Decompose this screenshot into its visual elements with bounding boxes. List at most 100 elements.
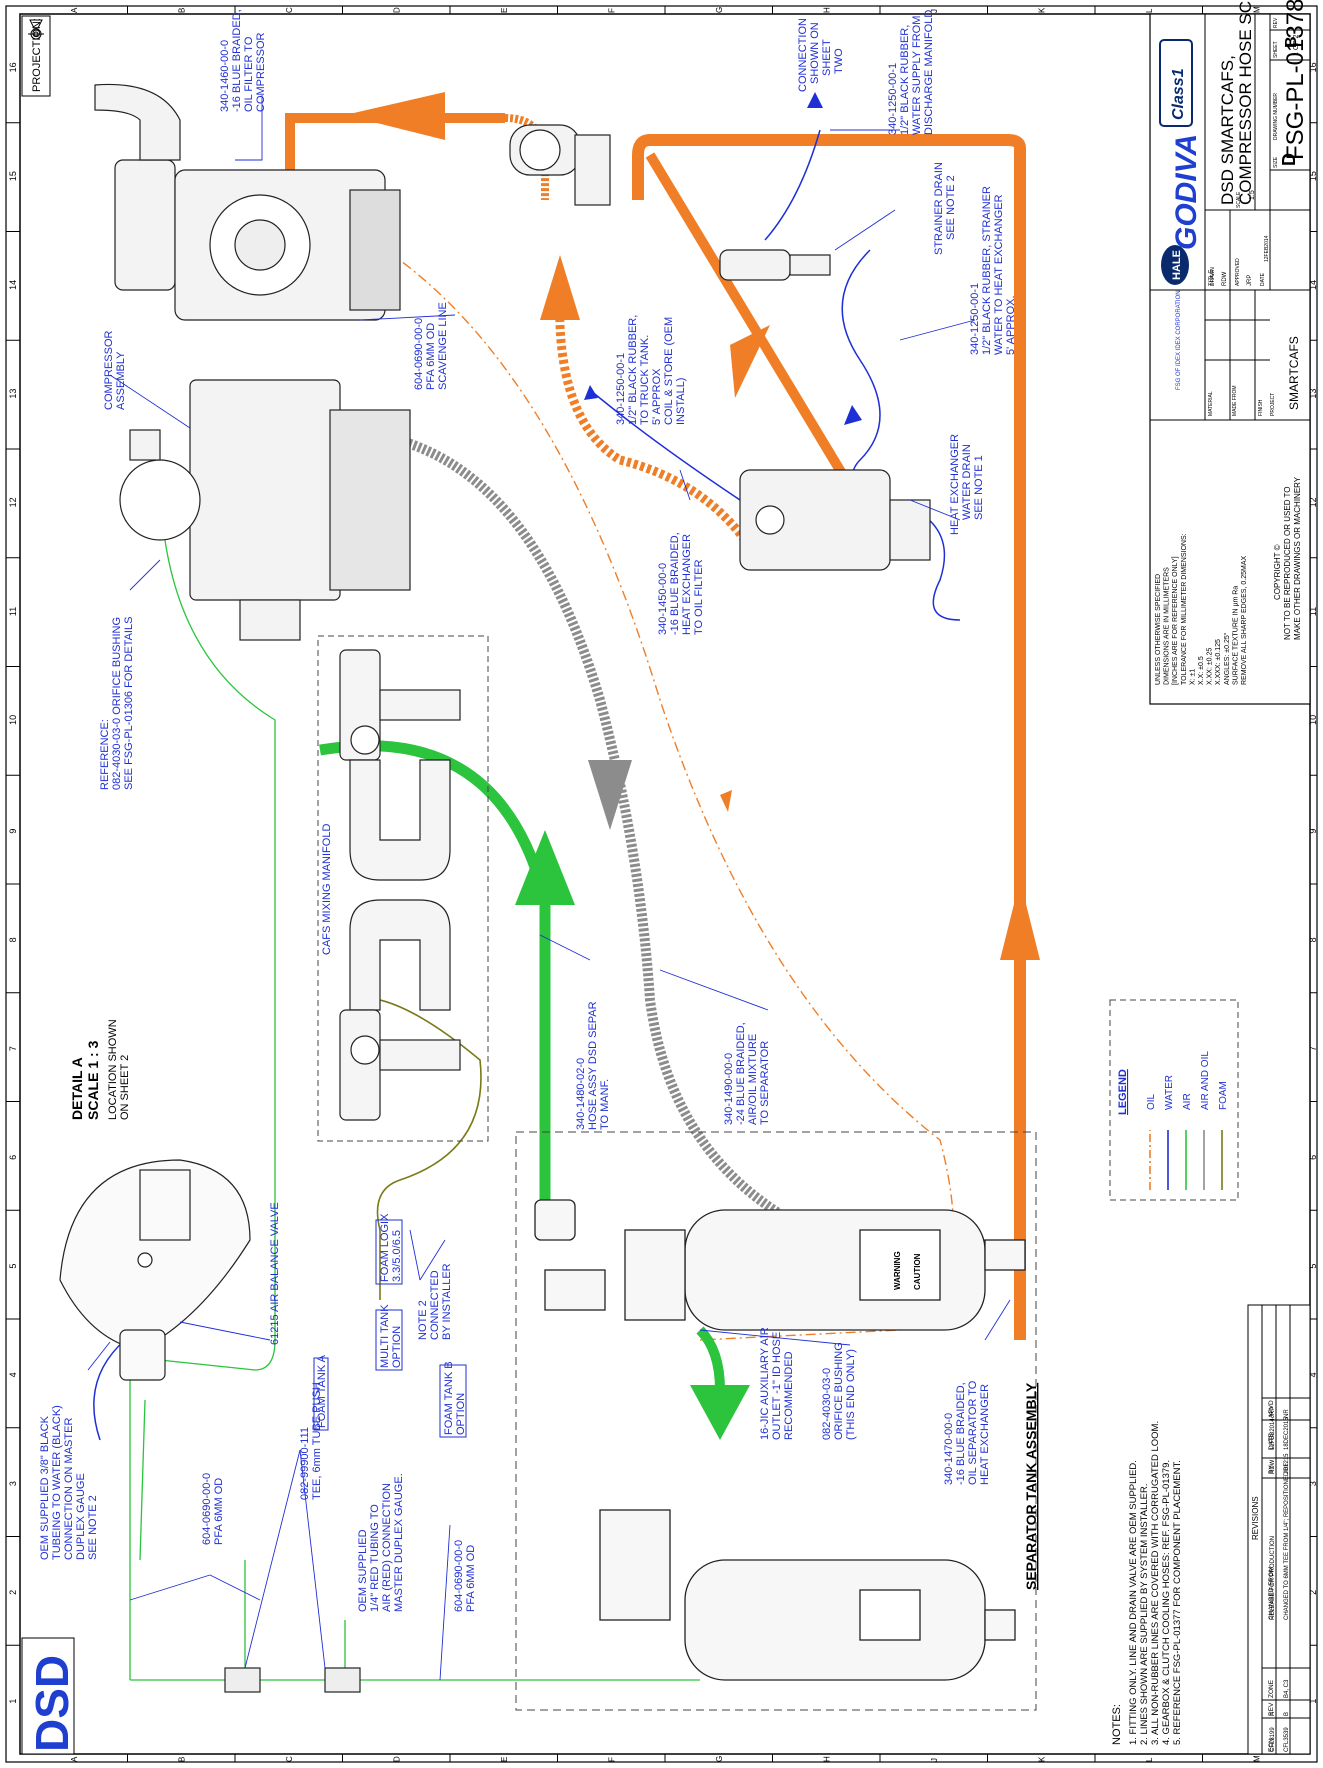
svg-text:HEAT EXCHANGER: HEAT EXCHANGER [979, 1384, 991, 1485]
zone-col-top: L [1145, 8, 1154, 13]
svg-text:NOTE 2: NOTE 2 [417, 1300, 429, 1340]
zone-row-left: 5 [8, 1264, 18, 1269]
zone-col-top: K [1037, 7, 1046, 13]
legend-label: WATER [1164, 1075, 1175, 1110]
revisions-cell: RELEASE FOR PRODUCTION [1270, 1536, 1276, 1620]
svg-text:WATER DRAIN: WATER DRAIN [961, 444, 973, 520]
title-line-1: DSD SMARTCAFS, [1218, 55, 1237, 205]
svg-text:DISCHARGE MANIFOLD: DISCHARGE MANIFOLD [923, 10, 935, 135]
note-item: 4. GEARBOX & CLUTCH COOLING HOSES: REF. … [1161, 1460, 1172, 1745]
revisions-header: REV [1268, 1702, 1275, 1716]
notes: NOTES: 1. FITTING ONLY. LINE AND DRAIN V… [1111, 1421, 1183, 1745]
svg-text:1/2" BLACK RUBBER,: 1/2" BLACK RUBBER, [627, 315, 639, 425]
zone-row-left: 16 [8, 62, 18, 72]
svg-text:FOAM TANK A: FOAM TANK A [316, 1354, 328, 1428]
svg-text:OUTLET -1" ID HOSE: OUTLET -1" ID HOSE [771, 1332, 783, 1440]
svg-text:5' APPROX.: 5' APPROX. [1005, 295, 1017, 355]
svg-text:AIR (RED) CONNECTION: AIR (RED) CONNECTION [381, 1483, 393, 1612]
svg-text:340-1460-00-0: 340-1460-00-0 [219, 40, 231, 112]
svg-text:TO TRUCK TANK.: TO TRUCK TANK. [639, 335, 651, 425]
oil-loop-hose [632, 134, 1026, 1340]
revisions-header: BY [1268, 1465, 1275, 1474]
svg-text:INSTALL): INSTALL) [675, 378, 687, 425]
svg-text:CAFS MIXING MANIFOLD: CAFS MIXING MANIFOLD [321, 824, 333, 955]
revisions-title: REVISIONS [1251, 1496, 1260, 1540]
svg-text:MATERIAL: MATERIAL [1208, 391, 1214, 416]
svg-text:DRAWN: DRAWN [1210, 267, 1216, 286]
revisions-header: DATE [1268, 1432, 1275, 1450]
revisions-cell: B4, C3 [1284, 1679, 1290, 1698]
svg-text:1/2" BLACK RUBBER, STRAINER: 1/2" BLACK RUBBER, STRAINER [981, 186, 993, 355]
svg-text:B: B [1283, 36, 1300, 48]
svg-text:SCALE 1 : 3: SCALE 1 : 3 [85, 1040, 101, 1120]
leader-lines [87, 95, 1011, 1681]
revisions-cell: JRP [1270, 1407, 1276, 1418]
tolerance-line: X.X: ±0.5 [1198, 656, 1205, 685]
svg-text:1/4" RED TUBING TO: 1/4" RED TUBING TO [369, 1504, 381, 1612]
svg-text:TO OIL FILTER: TO OIL FILTER [693, 559, 705, 635]
warning-sticker: WARNING [893, 1251, 902, 1290]
separator-tank-assembly: CAUTION WARNING [515, 1131, 1037, 1711]
svg-text:604-0690-00-0: 604-0690-00-0 [453, 1540, 465, 1612]
title-block: HALE GODIVA Class1 FSG OF IDEX IDEX CORP… [1149, 0, 1311, 705]
svg-text:SCALE: SCALE [1236, 191, 1242, 208]
svg-text:COIL & STORE (OEM: COIL & STORE (OEM [663, 317, 675, 425]
svg-text:SHEET: SHEET [1273, 41, 1279, 58]
zone-row-left: 10 [8, 715, 18, 725]
svg-text:ASSEMBLY: ASSEMBLY [115, 351, 127, 410]
svg-text:340-1470-00-0: 340-1470-00-0 [943, 1413, 955, 1485]
svg-text:CONNECTION: CONNECTION [797, 18, 809, 92]
oil-filter [509, 124, 611, 206]
dsd-logo: DSD [21, 1637, 78, 1755]
svg-text:SHEET: SHEET [821, 39, 833, 76]
zone-row-left: 8 [8, 937, 18, 942]
svg-text:340-1490-00-0: 340-1490-00-0 [723, 1053, 735, 1125]
zone-col-bottom: E [500, 1757, 509, 1762]
svg-text:HEAT EXCHANGER: HEAT EXCHANGER [681, 534, 693, 635]
revisions-cell: NR [1284, 1409, 1290, 1418]
svg-text:340-1250-00-1: 340-1250-00-1 [969, 283, 981, 355]
svg-text:12FEB2014: 12FEB2014 [1264, 235, 1270, 262]
svg-text:FOAM LOGIX: FOAM LOGIX [379, 1213, 391, 1282]
svg-text:WATER SUPPLY FROM: WATER SUPPLY FROM [911, 16, 923, 135]
tolerance-line: [INCHES ARE FOR REFERENCE ONLY] [1172, 556, 1179, 685]
zone-col-top: C [285, 7, 294, 13]
revisions-cell: CFL3539 [1284, 1727, 1290, 1752]
zone-col-bottom: D [392, 1756, 401, 1762]
tolerance-line: ANGLES: ±0.25° [1223, 632, 1231, 685]
svg-text:TWO: TWO [833, 48, 845, 74]
zone-col-bottom: H [822, 1756, 831, 1762]
zone-row-left: 7 [8, 1046, 18, 1051]
svg-text:SEE FSG-PL-01306 FOR DETAILS: SEE FSG-PL-01306 FOR DETAILS [123, 617, 135, 790]
svg-text:TO SEPARATOR: TO SEPARATOR [759, 1041, 771, 1125]
idex-logo: FSG OF IDEX IDEX CORPORATION [1176, 290, 1182, 390]
zone-row-left: 11 [8, 607, 18, 616]
zone-row-left: 12 [8, 497, 18, 507]
hx-to-oil-filter-hose [555, 289, 749, 543]
svg-text:082-4030-03-0 ORIFICE BUSHING: 082-4030-03-0 ORIFICE BUSHING [111, 617, 123, 790]
revisions-header: ZONE [1268, 1679, 1275, 1698]
zone-row-left: 15 [8, 171, 18, 181]
revisions-cell: CHANGED TO 6MM TEE FROM 1/4"; REPOSITION… [1284, 1453, 1290, 1620]
tolerance-line: DIMENSIONS ARE IN MILLIMETERS [1164, 567, 1171, 685]
zone-row-right: 13 [1308, 389, 1318, 399]
zone-col-top: A [70, 7, 79, 13]
svg-text:082-4030-03-0: 082-4030-03-0 [821, 1368, 833, 1440]
callouts: DETAIL A SCALE 1 : 3 LOCATION SHOWN ON S… [39, 9, 1039, 1612]
svg-text:604-0690-00-0: 604-0690-00-0 [413, 318, 425, 390]
copyright-line: COPYRIGHT © [1273, 544, 1282, 600]
svg-text:HOSE ASSY DSD SEPAR: HOSE ASSY DSD SEPAR [587, 1001, 599, 1130]
zone-row-left: 9 [8, 829, 18, 834]
svg-text:Class1: Class1 [1170, 68, 1187, 120]
svg-text:ON SHEET 2: ON SHEET 2 [119, 1055, 131, 1120]
zone-col-top: M [1252, 6, 1261, 13]
water-supply-line [764, 129, 821, 241]
svg-text:SMARTCAFS: SMARTCAFS [1287, 336, 1301, 410]
zone-row-right: 6 [1308, 1155, 1318, 1160]
foam-tank-a-box [313, 1357, 329, 1431]
zone-col-bottom: K [1037, 1756, 1046, 1762]
svg-text:DSD: DSD [26, 1655, 78, 1752]
